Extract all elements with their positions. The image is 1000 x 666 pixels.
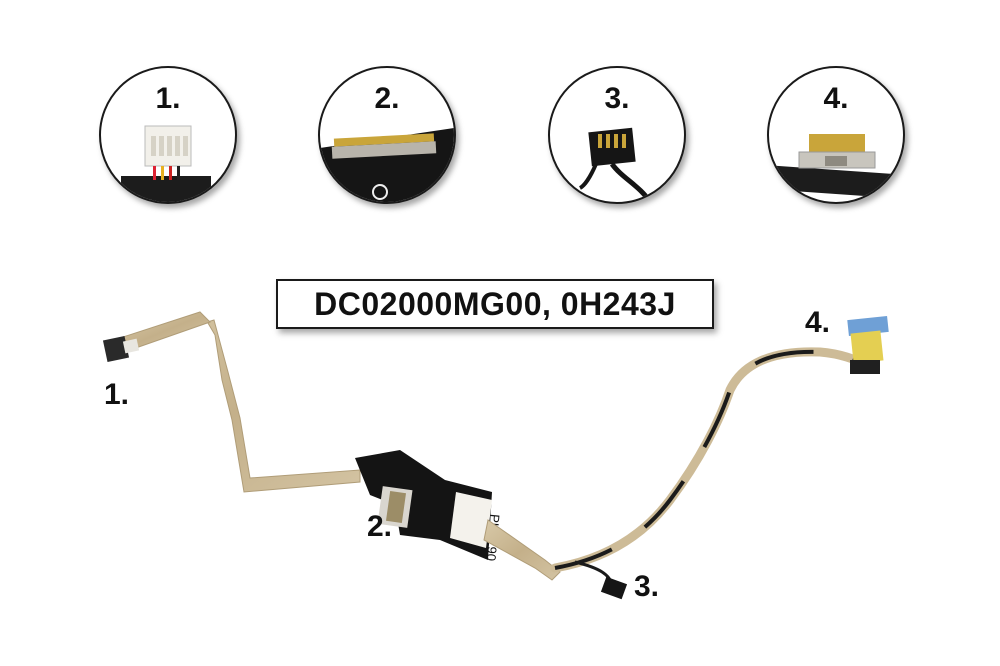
part-number-label: DC02000MG00, 0H243J bbox=[276, 279, 714, 329]
ribbon-cable bbox=[119, 311, 361, 493]
cable-marker-2: 2. bbox=[367, 510, 393, 543]
connector-4-plug bbox=[847, 315, 889, 374]
connector-2-closeup bbox=[320, 128, 454, 202]
connector-view-number: 4. bbox=[823, 82, 849, 115]
connector-4-closeup bbox=[769, 134, 903, 199]
connector-view-2: 2. bbox=[318, 66, 456, 204]
connector-view-number: 3. bbox=[604, 82, 630, 115]
connector-view-1: 1. bbox=[99, 66, 237, 204]
cable-marker-3: 3. bbox=[634, 570, 660, 603]
connector-1-closeup bbox=[121, 125, 211, 202]
cable-marker-1: 1. bbox=[104, 378, 130, 411]
connector-view-4: 4. bbox=[767, 66, 905, 204]
cable-marker-4: 4. bbox=[805, 306, 831, 339]
connector-view-3: 3. bbox=[548, 66, 686, 204]
connector-1-plug bbox=[102, 335, 140, 363]
connector-view-number: 2. bbox=[374, 82, 400, 115]
connector-3-closeup bbox=[578, 127, 653, 202]
connector-view-number: 1. bbox=[155, 82, 181, 115]
connector-3-pigtail bbox=[574, 560, 628, 600]
ribbon-cable-lower bbox=[483, 519, 561, 581]
connector-2-section: PU2290 bbox=[355, 450, 503, 562]
wire-bundle bbox=[550, 347, 880, 573]
